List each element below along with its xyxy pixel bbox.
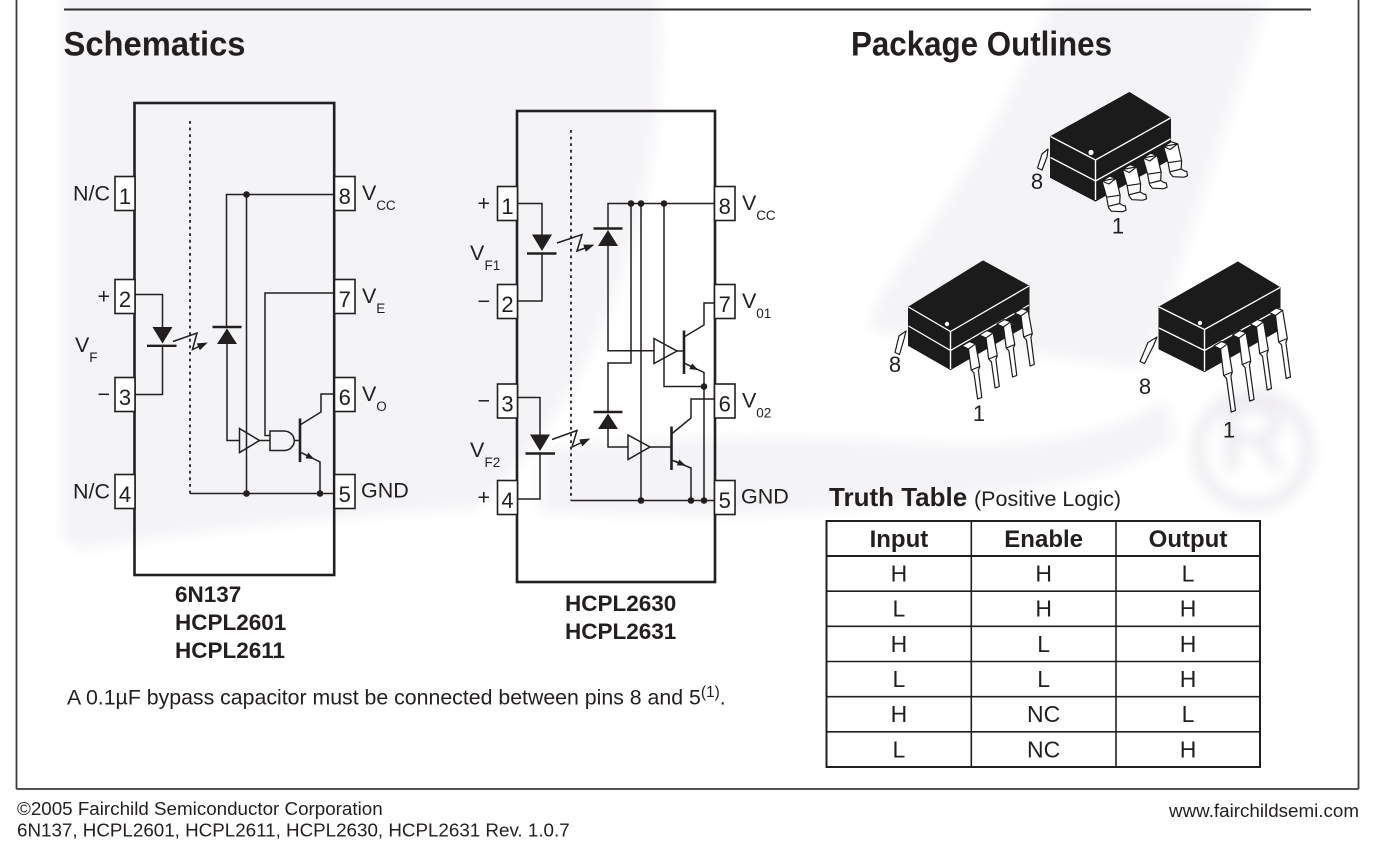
svg-text:+: + [477, 486, 490, 510]
svg-text:1: 1 [1223, 418, 1235, 443]
svg-text:H: H [1180, 736, 1197, 762]
svg-text:−: − [97, 383, 110, 407]
svg-text:L: L [893, 736, 906, 762]
svg-text:V: V [362, 181, 377, 205]
svg-text:V: V [362, 382, 377, 406]
svg-text:V: V [742, 289, 757, 313]
svg-text:H: H [1180, 666, 1197, 692]
svg-text:L: L [1037, 666, 1050, 692]
svg-text:Package Outlines: Package Outlines [851, 26, 1112, 64]
svg-text:6N137: 6N137 [175, 582, 241, 607]
svg-text:HCPL2630: HCPL2630 [565, 591, 676, 616]
svg-text:1: 1 [501, 194, 513, 219]
svg-text:H: H [1035, 596, 1052, 622]
svg-text:L: L [1037, 631, 1050, 657]
svg-text:(Positive Logic): (Positive Logic) [974, 487, 1121, 511]
svg-text:8: 8 [1031, 169, 1043, 194]
svg-text:H: H [891, 701, 908, 727]
svg-text:HCPL2631: HCPL2631 [565, 619, 676, 644]
svg-text:6: 6 [719, 391, 731, 416]
svg-text:7: 7 [339, 287, 351, 312]
svg-text:V: V [470, 438, 485, 462]
svg-text:Schematics: Schematics [64, 26, 246, 64]
svg-text:L: L [1182, 561, 1195, 587]
svg-text:NC: NC [1027, 736, 1060, 762]
svg-text:F2: F2 [485, 455, 501, 470]
svg-text:H: H [891, 631, 908, 657]
svg-text:V: V [75, 333, 90, 357]
svg-text:GND: GND [361, 479, 409, 503]
svg-text:A 0.1µF bypass capacitor must: A 0.1µF bypass capacitor must be connect… [67, 684, 726, 710]
svg-text:V: V [470, 241, 485, 265]
svg-text:01: 01 [756, 306, 771, 321]
svg-text:4: 4 [119, 482, 131, 507]
svg-text:L: L [1182, 701, 1195, 727]
svg-text:8: 8 [889, 352, 901, 377]
svg-text:L: L [893, 596, 906, 622]
svg-text:6N137, HCPL2601, HCPL2611, HCP: 6N137, HCPL2601, HCPL2611, HCPL2630, HCP… [17, 820, 570, 841]
svg-text:1: 1 [973, 401, 985, 426]
svg-text:4: 4 [501, 488, 513, 513]
svg-text:2: 2 [501, 292, 513, 317]
svg-text:CC: CC [376, 198, 396, 213]
svg-text:02: 02 [756, 406, 771, 421]
svg-text:H: H [1180, 631, 1197, 657]
svg-text:+: + [477, 192, 490, 216]
svg-text:8: 8 [339, 184, 351, 209]
svg-text:N/C: N/C [73, 182, 110, 206]
svg-text:−: − [477, 290, 490, 314]
svg-text:+: + [97, 285, 110, 309]
svg-text:6: 6 [339, 385, 351, 410]
svg-text:1: 1 [1112, 214, 1124, 239]
svg-text:5: 5 [719, 488, 731, 513]
svg-text:Truth Table: Truth Table [829, 482, 967, 512]
svg-text:E: E [376, 301, 385, 316]
svg-text:L: L [893, 666, 906, 692]
svg-text:H: H [1180, 596, 1197, 622]
svg-text:N/C: N/C [73, 480, 110, 504]
svg-text:www.fairchildsemi.com: www.fairchildsemi.com [1168, 800, 1359, 821]
svg-text:GND: GND [741, 485, 789, 509]
svg-text:O: O [376, 399, 387, 414]
svg-text:V: V [742, 191, 757, 215]
svg-text:1: 1 [119, 184, 131, 209]
svg-text:HCPL2601: HCPL2601 [175, 610, 286, 635]
svg-text:3: 3 [501, 391, 513, 416]
svg-text:F1: F1 [485, 258, 501, 273]
svg-text:V: V [742, 389, 757, 413]
svg-text:H: H [891, 561, 908, 587]
svg-text:3: 3 [119, 385, 131, 410]
svg-text:CC: CC [756, 208, 776, 223]
svg-text:Input: Input [870, 526, 929, 553]
svg-text:8: 8 [1139, 374, 1151, 399]
svg-text:2: 2 [119, 287, 131, 312]
svg-text:−: − [477, 389, 490, 413]
svg-text:NC: NC [1027, 701, 1060, 727]
svg-text:5: 5 [339, 482, 351, 507]
svg-text:V: V [362, 284, 377, 308]
svg-text:8: 8 [719, 194, 731, 219]
svg-text:7: 7 [719, 292, 731, 317]
svg-text:Enable: Enable [1004, 526, 1083, 553]
svg-text:HCPL2611: HCPL2611 [175, 638, 285, 663]
svg-text:H: H [1035, 561, 1052, 587]
svg-text:F: F [89, 350, 97, 365]
svg-text:Output: Output [1149, 526, 1228, 553]
svg-text:©2005 Fairchild Semiconductor: ©2005 Fairchild Semiconductor Corporatio… [17, 798, 383, 819]
